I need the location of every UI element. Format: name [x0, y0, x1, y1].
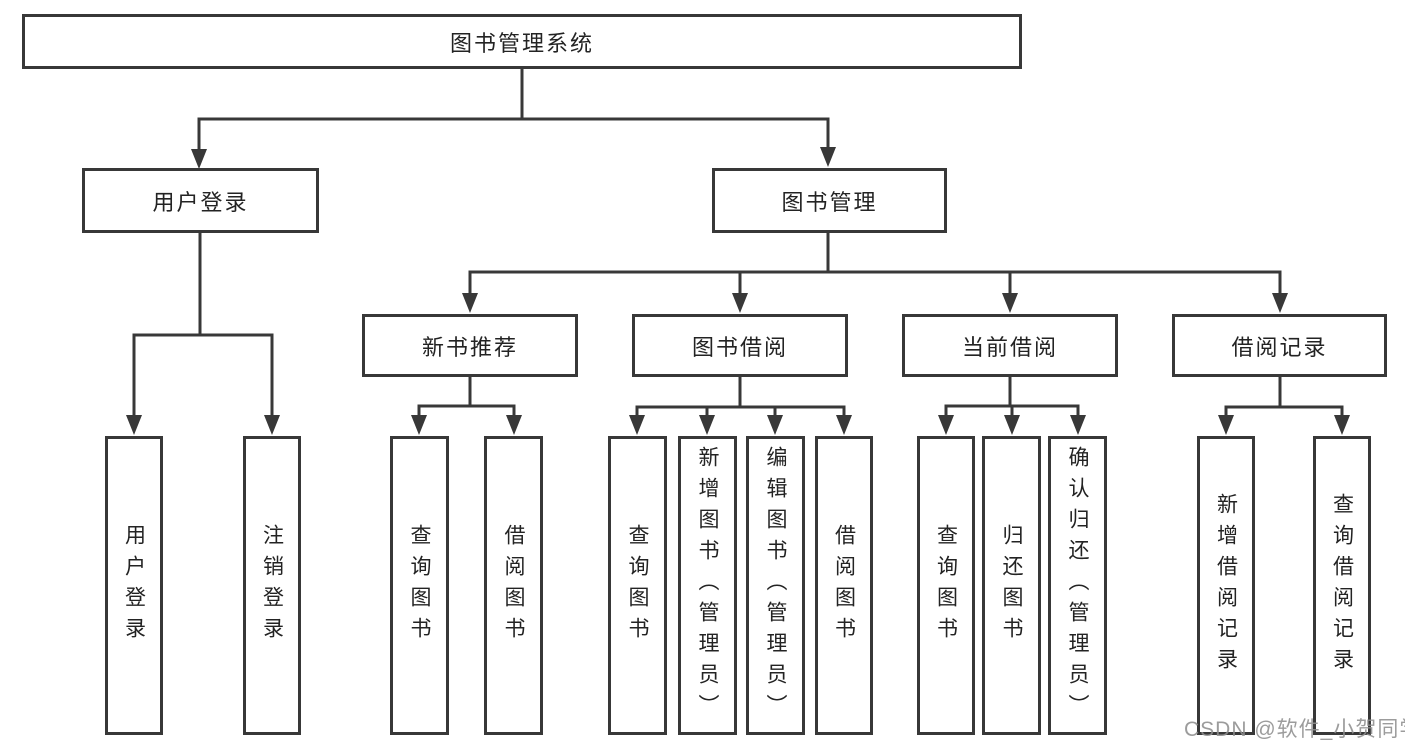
leaf-user-login: 用户登录: [105, 436, 163, 735]
leaf-query-borrow-record-label: 查询借阅记录: [1330, 492, 1354, 679]
node-book-borrow: 图书借阅: [632, 314, 848, 377]
leaf-edit-book-admin: 编辑图书（管理员）: [746, 436, 805, 735]
leaf-borrow-books: 借阅图书: [815, 436, 873, 735]
leaf-user-login-label: 用户登录: [122, 523, 146, 648]
node-new-book-recommend: 新书推荐: [362, 314, 578, 377]
node-borrow-records-label: 借阅记录: [1231, 334, 1328, 360]
leaf-add-book-admin: 新增图书（管理员）: [678, 436, 737, 735]
leaf-query-borrow-record: 查询借阅记录: [1313, 436, 1371, 735]
node-library-system-label: 图书管理系统: [449, 30, 594, 56]
arrowheads: [126, 147, 1350, 435]
leaf-query-books-recommend-label: 查询图书: [408, 523, 431, 648]
leaf-query-books-recommend: 查询图书: [390, 436, 449, 735]
node-user-login-label: 用户登录: [152, 189, 249, 215]
node-book-borrow-label: 图书借阅: [691, 334, 788, 360]
leaf-query-books-borrow-label: 查询图书: [626, 523, 649, 648]
node-user-login: 用户登录: [82, 168, 319, 233]
leaf-confirm-return-admin: 确认归还（管理员）: [1048, 436, 1107, 735]
leaf-query-books-current: 查询图书: [917, 436, 975, 735]
leaf-return-book: 归还图书: [982, 436, 1041, 735]
node-current-borrow-label: 当前借阅: [961, 334, 1058, 360]
leaf-edit-book-admin-label: 编辑图书（管理员）: [764, 446, 787, 725]
node-borrow-records: 借阅记录: [1172, 314, 1387, 377]
leaf-query-books-current-label: 查询图书: [934, 523, 958, 648]
leaf-add-book-admin-label: 新增图书（管理员）: [696, 446, 719, 725]
leaf-logout: 注销登录: [243, 436, 301, 735]
node-library-system: 图书管理系统: [22, 14, 1022, 69]
node-book-management: 图书管理: [712, 168, 947, 233]
leaf-borrow-books-label: 借阅图书: [832, 523, 856, 648]
csdn-watermark: CSDN @软件_小贺同学: [1184, 718, 1405, 741]
leaf-borrow-books-recommend-label: 借阅图书: [502, 523, 525, 648]
leaf-add-borrow-record: 新增借阅记录: [1197, 436, 1255, 735]
node-book-management-label: 图书管理: [781, 189, 878, 215]
leaf-add-borrow-record-label: 新增借阅记录: [1214, 492, 1238, 679]
leaf-logout-label: 注销登录: [260, 523, 284, 648]
leaf-query-books-borrow: 查询图书: [608, 436, 667, 735]
leaf-borrow-books-recommend: 借阅图书: [484, 436, 543, 735]
leaf-return-book-label: 归还图书: [1000, 523, 1023, 648]
node-new-book-recommend-label: 新书推荐: [421, 334, 518, 360]
leaf-confirm-return-admin-label: 确认归还（管理员）: [1066, 446, 1089, 725]
node-current-borrow: 当前借阅: [902, 314, 1118, 377]
